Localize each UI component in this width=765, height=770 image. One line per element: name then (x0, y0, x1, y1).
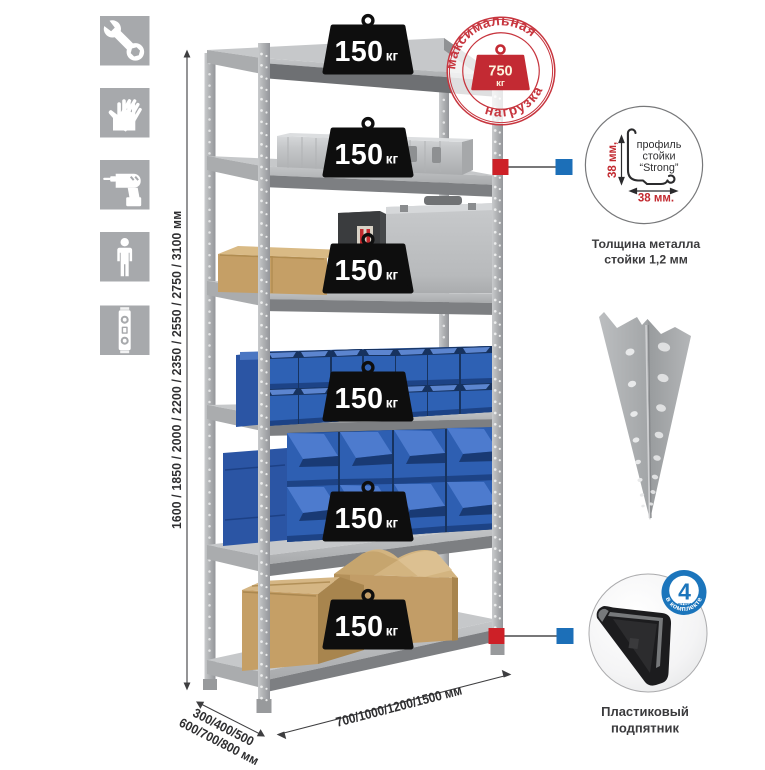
svg-text:Пластиковый: Пластиковый (601, 704, 689, 719)
svg-text:“Strong”: “Strong” (639, 162, 678, 174)
svg-text:профиль: профиль (637, 139, 682, 151)
svg-text:стойки: стойки (642, 151, 675, 163)
svg-text:кг: кг (496, 78, 505, 89)
svg-text:750: 750 (488, 64, 512, 80)
svg-text:подпятник: подпятник (611, 721, 680, 736)
svg-text:38 мм.: 38 мм. (638, 193, 674, 205)
svg-text:штуки: штуки (678, 602, 692, 607)
svg-text:38 мм,: 38 мм, (607, 142, 619, 178)
svg-text:1600 / 1850 / 2000 / 2200 / 23: 1600 / 1850 / 2000 / 2200 / 2350 / 2550 … (170, 211, 185, 529)
svg-text:стойки 1,2 мм: стойки 1,2 мм (604, 253, 688, 267)
svg-text:700/1000/1200/1500 мм: 700/1000/1200/1500 мм (334, 682, 464, 730)
svg-text:Толщина металла: Толщина металла (592, 237, 701, 251)
svg-text:4: 4 (678, 579, 691, 605)
